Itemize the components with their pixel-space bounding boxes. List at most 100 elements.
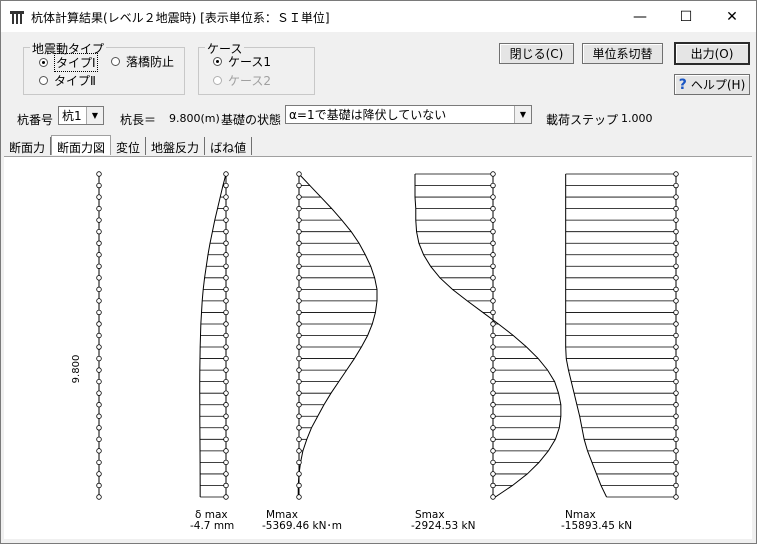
axial-node <box>673 275 679 281</box>
base-state-value: α=1で基礎は降伏していない <box>289 108 447 122</box>
shear-node <box>490 413 496 419</box>
pile-node <box>96 413 102 419</box>
moment-node <box>296 390 302 396</box>
displacement-node <box>223 194 229 200</box>
case-group: ケース <box>198 40 315 95</box>
moment-node <box>296 182 302 189</box>
output-button-label: 出力(O) <box>690 47 734 61</box>
shear-node <box>490 494 496 500</box>
shear-node <box>490 390 496 396</box>
axial-node <box>673 298 679 304</box>
moment-node <box>296 378 302 385</box>
axial-diagram <box>565 171 679 500</box>
seismic-type-group: 地震動タイプ <box>23 40 185 95</box>
displacement-node <box>223 309 229 316</box>
shear-node <box>490 425 496 431</box>
displacement-node <box>223 367 229 373</box>
moment-node <box>296 436 302 443</box>
moment-node <box>296 252 302 258</box>
shear-node <box>490 240 496 246</box>
moment-node <box>296 425 302 431</box>
shear-node <box>490 482 496 489</box>
help-button[interactable]: ? ヘルプ(H) <box>674 74 750 95</box>
pile-node <box>96 482 102 489</box>
unit-switch-button[interactable]: 単位系切替 <box>582 43 663 64</box>
unit-switch-label: 単位系切替 <box>592 47 653 61</box>
seismic-type-legend: 地震動タイプ <box>30 40 107 57</box>
axial-node <box>673 171 679 177</box>
radio-type-1[interactable]: タイプⅠ <box>39 53 98 72</box>
tab-displacement[interactable]: 変位 <box>111 137 147 155</box>
tab-section-force[interactable]: 断面力 <box>4 137 52 155</box>
pile-node <box>96 171 102 177</box>
chevron-down-icon[interactable]: ▼ <box>514 106 531 123</box>
radio-dot-icon <box>39 58 48 67</box>
load-step-value: 1.000 <box>621 112 653 125</box>
displacement-node <box>223 482 229 489</box>
base-state-select[interactable]: α=1で基礎は降伏していない ▼ <box>285 105 532 124</box>
pile-node <box>96 240 102 246</box>
shear-node <box>490 459 496 466</box>
displacement-node <box>223 205 229 212</box>
close-button[interactable]: 閉じる(C) <box>499 43 574 64</box>
shear-node <box>490 355 496 362</box>
displacement-diagram <box>199 171 229 500</box>
pile-length-label: 杭長＝ <box>120 113 157 127</box>
window-title: 杭体計算結果(レベル２地震時) [表示単位系：ＳＩ単位] <box>31 11 330 25</box>
displacement-node <box>223 425 229 431</box>
displacement-node <box>223 448 229 454</box>
moment-node <box>296 448 302 454</box>
moment-node <box>296 286 302 293</box>
radio-type-2[interactable]: タイプⅡ <box>39 72 96 89</box>
tab-ground-reaction[interactable]: 地盤反力 <box>146 137 206 155</box>
axial-node <box>673 309 679 316</box>
close-button-label: 閉じる(C) <box>509 47 564 61</box>
displacement-node <box>223 355 229 362</box>
displacement-node <box>223 436 229 443</box>
radio-dot-icon <box>213 76 222 85</box>
displacement-max-value: -4.7 mm <box>190 520 234 532</box>
displacement-node <box>223 182 229 189</box>
pile-node <box>96 494 102 500</box>
axial-node <box>673 182 679 189</box>
maximize-button[interactable]: ☐ <box>663 1 709 32</box>
axial-max-label: Nmax <box>565 509 596 521</box>
axial-node <box>673 448 679 454</box>
pile-node <box>96 298 102 304</box>
shear-node <box>490 344 496 350</box>
pile-length-value: 9.800(m) <box>169 112 220 125</box>
moment-diagram <box>296 171 378 500</box>
moment-max-value: -5369.46 kN･m <box>262 520 342 532</box>
radio-bridge-fall-prevention[interactable]: 落橋防止 <box>111 53 174 70</box>
shear-node <box>490 378 496 385</box>
tab-spring-value[interactable]: ばね値 <box>205 137 253 155</box>
section-force-diagram: 9.800 δ max -4.7 mm Mmax -5369.46 kN･m S… <box>71 171 679 532</box>
displacement-curve <box>199 173 227 497</box>
pile-node <box>96 471 102 477</box>
output-button[interactable]: 出力(O) <box>674 42 750 65</box>
moment-node <box>296 332 302 339</box>
load-step-label: 載荷ステップ <box>546 113 619 127</box>
minimize-button[interactable]: — <box>617 1 663 32</box>
chevron-down-icon[interactable]: ▼ <box>86 107 103 124</box>
pile-node <box>96 355 102 362</box>
displacement-node <box>223 459 229 466</box>
pile-number-select[interactable]: 杭1 ▼ <box>58 106 104 125</box>
axial-node <box>673 482 679 489</box>
axial-node <box>673 459 679 466</box>
diagram-canvas: 9.800 δ max -4.7 mm Mmax -5369.46 kN･m S… <box>4 156 752 539</box>
shear-node <box>490 436 496 443</box>
pile-model <box>96 171 102 500</box>
moment-node <box>296 482 302 489</box>
radio-case-1[interactable]: ケース1 <box>213 53 271 70</box>
tab-section-force-diagram[interactable]: 断面力図 <box>51 135 112 155</box>
radio-bridge-fall-prevention-label: 落橋防止 <box>126 55 175 69</box>
pile-node <box>96 263 102 269</box>
pile-node <box>96 459 102 466</box>
axial-curve <box>565 174 608 498</box>
pile-node <box>96 182 102 189</box>
close-window-button[interactable]: ✕ <box>709 1 755 32</box>
moment-node <box>296 194 302 200</box>
case-legend: ケース <box>205 40 245 57</box>
radio-case-2[interactable]: ケース2 <box>213 72 271 89</box>
